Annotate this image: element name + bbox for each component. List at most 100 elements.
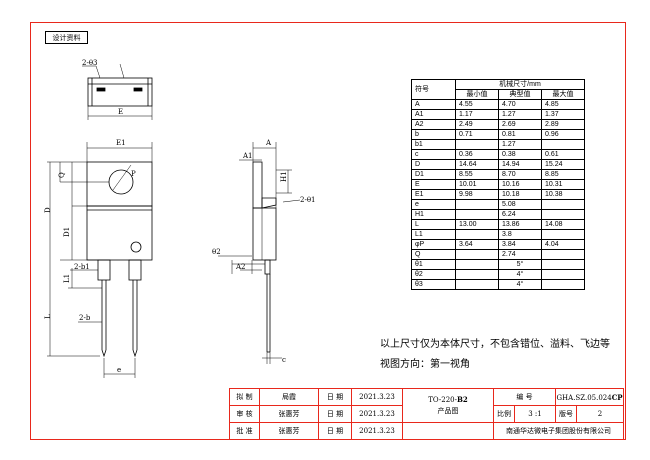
value-cell xyxy=(541,229,585,240)
value-cell xyxy=(455,229,499,240)
symbol-cell: D xyxy=(411,159,456,170)
table-row: θ2 4° xyxy=(411,269,585,280)
value-cell: 0.71 xyxy=(455,129,499,140)
symbol-cell: L xyxy=(411,219,456,230)
dim-theta2: θ2 xyxy=(212,248,221,256)
value-cell: 10.31 xyxy=(541,179,585,190)
value-cell: 3.8 xyxy=(498,229,542,240)
date-label-1: 日 期 xyxy=(318,388,352,406)
approve-label: 批 准 xyxy=(229,422,260,440)
dim-b1: 2-b1 xyxy=(74,263,90,271)
date-3: 2021.3.23 xyxy=(351,422,403,440)
dim-L1: L1 xyxy=(63,274,71,283)
symbol-header: 符号 xyxy=(411,79,456,100)
note-line-2: 视图方向：第一视角 xyxy=(380,359,470,370)
drawing-type: 产品图 xyxy=(437,407,459,415)
value-cell xyxy=(455,139,499,150)
value-cell: 2.89 xyxy=(541,119,585,130)
value-cell: 3.84 xyxy=(498,239,542,250)
title-block: 拟 制 局霞 日 期 2021.3.23 TO-220-B2 产品图 编 号 G… xyxy=(229,388,624,440)
value-cell: 15.24 xyxy=(541,159,585,170)
value-cell: 4° xyxy=(498,269,542,280)
value-cell: 8.85 xyxy=(541,169,585,180)
draft-name: 局霞 xyxy=(259,388,319,406)
dim-top-theta: 2-θ3 xyxy=(82,59,98,67)
dim-P: P xyxy=(131,170,136,178)
package-name: TO-220-B2 xyxy=(428,395,468,404)
value-cell xyxy=(541,139,585,150)
dim-H1: H1 xyxy=(280,171,288,182)
symbol-cell: E1 xyxy=(411,189,456,200)
dim-c: c xyxy=(282,356,286,364)
company-name: 南通华达微电子集团股份有限公司 xyxy=(493,422,624,440)
draft-label: 拟 制 xyxy=(229,388,260,406)
dim-A1: A1 xyxy=(242,152,253,160)
value-cell: 0.96 xyxy=(541,129,585,140)
value-cell xyxy=(455,209,499,220)
value-cell: 4° xyxy=(498,279,542,290)
front-view xyxy=(47,142,153,378)
version-label: 版号 xyxy=(555,405,577,423)
dim-A2: A2 xyxy=(235,263,246,271)
drawing-border xyxy=(30,22,626,440)
value-cell xyxy=(455,269,499,280)
value-cell: 1.37 xyxy=(541,109,585,120)
dim-D: D xyxy=(44,207,52,213)
dim-E: E xyxy=(118,108,123,116)
value-cell xyxy=(455,199,499,210)
symbol-cell: θ2 xyxy=(411,269,456,280)
blank-cell xyxy=(402,422,494,440)
symbol-cell: φP xyxy=(411,239,456,250)
symbol-cell: A xyxy=(411,99,456,110)
symbol-cell: H1 xyxy=(411,209,456,220)
value-cell: 14.64 xyxy=(455,159,499,170)
scale-value: 3 :1 xyxy=(514,405,556,423)
dim-D1: D1 xyxy=(63,227,71,237)
symbol-cell: A2 xyxy=(411,119,456,130)
value-cell: 4.70 xyxy=(498,99,542,110)
value-cell: 0.36 xyxy=(455,149,499,160)
note-line-1: 以上尺寸仅为本体尺寸，不包含错位、溢料、飞边等 xyxy=(380,339,610,350)
version-value: 2 xyxy=(576,405,624,423)
value-cell xyxy=(541,209,585,220)
value-cell xyxy=(541,199,585,210)
date-2: 2021.3.23 xyxy=(351,405,403,423)
value-cell: 9.98 xyxy=(455,189,499,200)
value-cell: 14.08 xyxy=(541,219,585,230)
col-min-header: 最小值 xyxy=(455,89,499,100)
number-label: 编 号 xyxy=(493,388,556,406)
value-cell: 3.64 xyxy=(455,239,499,250)
check-label: 审 核 xyxy=(229,405,260,423)
side-view xyxy=(218,142,301,364)
value-cell: 5° xyxy=(498,259,542,270)
dim-L: L xyxy=(44,314,52,319)
value-cell xyxy=(541,269,585,280)
top-view xyxy=(82,63,153,120)
dim-E1: E1 xyxy=(116,139,126,147)
symbol-cell: θ3 xyxy=(411,279,456,290)
symbol-cell: e xyxy=(411,199,456,210)
value-cell: 4.04 xyxy=(541,239,585,250)
date-label-2: 日 期 xyxy=(318,405,352,423)
package-cell: TO-220-B2 产品图 xyxy=(402,388,494,423)
value-cell xyxy=(455,259,499,270)
symbol-cell: D1 xyxy=(411,169,456,180)
value-cell: 13.00 xyxy=(455,219,499,230)
value-cell: 2.69 xyxy=(498,119,542,130)
value-cell: 0.81 xyxy=(498,129,542,140)
value-cell xyxy=(455,279,499,290)
value-cell: 0.61 xyxy=(541,149,585,160)
value-cell: 2.49 xyxy=(455,119,499,130)
